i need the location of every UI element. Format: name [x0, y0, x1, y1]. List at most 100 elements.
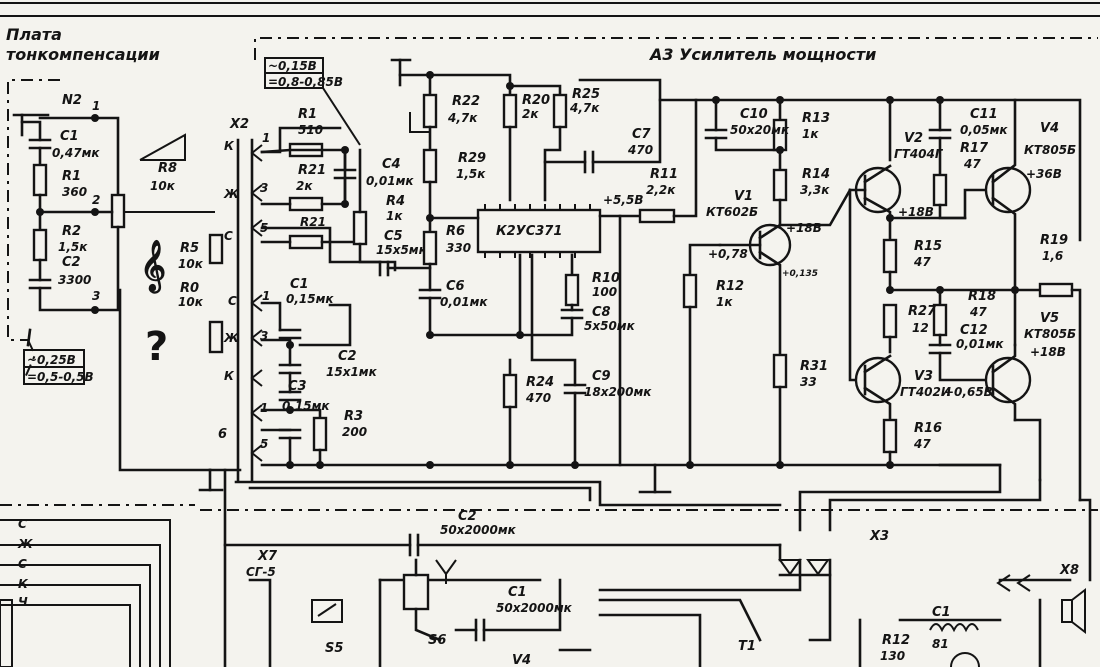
tb-r1-value: 360	[62, 185, 87, 199]
svg-text:C1: C1	[508, 585, 527, 600]
svg-text:+18В: +18В	[786, 221, 822, 235]
svg-text:81: 81	[932, 637, 949, 651]
svg-text:C2: C2	[338, 349, 357, 364]
svg-text:R20: R20	[522, 93, 550, 108]
tb-c1-name: C1	[60, 129, 79, 144]
svg-text:+0,135: +0,135	[782, 269, 818, 279]
svg-text:470: 470	[525, 391, 551, 405]
svg-text:R31: R31	[800, 359, 828, 374]
svg-text:C8: C8	[592, 305, 611, 320]
svg-text:18х200мк: 18х200мк	[584, 385, 652, 399]
svg-text:V4: V4	[1040, 121, 1059, 136]
svg-text:КТ805Б: КТ805Б	[1024, 327, 1076, 341]
svg-text:15х5мк: 15х5мк	[376, 243, 428, 257]
tb-c2-value: 3300	[58, 273, 91, 287]
svg-text:C2: C2	[458, 509, 477, 524]
svg-text:ГТ402И: ГТ402И	[900, 385, 951, 399]
svg-text:12: 12	[912, 321, 929, 335]
svg-text:0,01мк: 0,01мк	[440, 295, 488, 309]
svg-text:C6: C6	[446, 279, 465, 294]
board-title-line2: тонкомпенсации	[6, 45, 160, 64]
svg-text:R19: R19	[1040, 233, 1068, 248]
svg-text:R6: R6	[446, 224, 465, 239]
svg-text:C4: C4	[382, 157, 401, 172]
svg-text:1: 1	[260, 401, 268, 415]
svg-text:47: 47	[913, 437, 931, 451]
svg-text:47: 47	[963, 157, 981, 171]
svg-text:R3: R3	[344, 409, 363, 424]
svg-text:+0,65В: +0,65В	[944, 385, 993, 399]
svg-text:V4: V4	[512, 653, 531, 667]
board-title-line1: Плата	[6, 25, 62, 44]
svg-text:КТ805Б: КТ805Б	[1024, 143, 1076, 157]
lower-tone-network: C1 0,15мк C2 15х1мк C3 0,15мк R3 200	[260, 277, 378, 467]
ground-rail	[118, 288, 1092, 667]
input-network: R1 510 R21 2к R21	[260, 107, 397, 272]
svg-text:10к: 10к	[178, 295, 204, 309]
svg-text:+18В: +18В	[898, 205, 934, 219]
svg-text:V2: V2	[904, 131, 923, 146]
svg-text:Ж: Ж	[17, 537, 33, 551]
svg-text:~0,15В: ~0,15В	[268, 59, 317, 73]
svg-text:33: 33	[800, 375, 817, 389]
tone-controls: R5 10к R0 10к	[178, 233, 224, 354]
svg-text:R25: R25	[572, 87, 600, 102]
svg-text:С: С	[18, 557, 27, 571]
lower-board: С Ж С К Ч	[0, 509, 1086, 667]
svg-text:3: 3	[260, 329, 268, 343]
svg-text:Ч: Ч	[18, 595, 28, 609]
svg-text:R24: R24	[526, 375, 554, 390]
svg-text:4,7к: 4,7к	[447, 111, 478, 125]
svg-text:1: 1	[262, 131, 270, 145]
svg-text:0,01мк: 0,01мк	[956, 337, 1004, 351]
svg-text:2к: 2к	[522, 107, 539, 121]
svg-text:6: 6	[218, 427, 227, 442]
svg-text:С: С	[228, 294, 237, 308]
svg-text:R22: R22	[452, 94, 480, 109]
svg-text:0,15мк: 0,15мк	[282, 399, 330, 413]
svg-text:1к: 1к	[802, 127, 819, 141]
svg-text:S6: S6	[428, 633, 446, 648]
svg-text:Х8: Х8	[1059, 563, 1079, 578]
svg-text:50х2000мк: 50х2000мк	[440, 523, 517, 537]
svg-text:0,15мк: 0,15мк	[286, 292, 334, 306]
svg-text:470: 470	[627, 143, 653, 157]
node-2: 2	[92, 193, 100, 207]
svg-text:+18В: +18В	[1030, 345, 1066, 359]
treble-clef-icon: 𝄞	[140, 240, 166, 294]
svg-text:=0,5-0,5В: =0,5-0,5В	[27, 370, 94, 384]
svg-text:0,01мк: 0,01мк	[366, 174, 414, 188]
svg-text:+5,5В: +5,5В	[603, 193, 643, 207]
tb-c2-name: C2	[62, 255, 81, 270]
svg-text:1к: 1к	[716, 295, 733, 309]
svg-text:1: 1	[262, 289, 270, 303]
svg-text:50х2000мк: 50х2000мк	[496, 601, 573, 615]
svg-text:Ж: Ж	[223, 187, 239, 201]
top-border	[0, 2, 1100, 17]
svg-text:R14: R14	[802, 167, 830, 182]
node-1: 1	[92, 99, 100, 113]
x2-label: Х2	[229, 117, 249, 132]
svg-text:ГТ404Г: ГТ404Г	[894, 147, 944, 161]
svg-text:47: 47	[913, 255, 931, 269]
svg-text:5х50мк: 5х50мк	[584, 319, 636, 333]
svg-text:К: К	[18, 577, 29, 591]
svg-text:+36В: +36В	[1026, 167, 1062, 181]
svg-text:2к: 2к	[296, 179, 313, 193]
svg-text:R17: R17	[960, 141, 989, 156]
svg-text:С: С	[18, 517, 27, 531]
svg-text:C1: C1	[932, 605, 951, 620]
svg-text:К: К	[224, 139, 235, 153]
svg-text:R11: R11	[650, 167, 678, 182]
r8-value: 10к	[150, 179, 176, 193]
svg-text:C12: C12	[960, 323, 988, 338]
svg-text:К2УС371: К2УС371	[496, 224, 562, 239]
svg-text:R16: R16	[914, 421, 942, 436]
svg-text:КТ602Б: КТ602Б	[706, 205, 758, 219]
board-boundaries	[0, 37, 1098, 511]
svg-text:~0,25В: ~0,25В	[27, 353, 76, 367]
svg-text:+0,78: +0,78	[708, 247, 748, 261]
svg-text:Ж: Ж	[223, 331, 239, 345]
svg-text:3: 3	[260, 181, 268, 195]
tb-r2-value: 1,5к	[58, 240, 88, 254]
